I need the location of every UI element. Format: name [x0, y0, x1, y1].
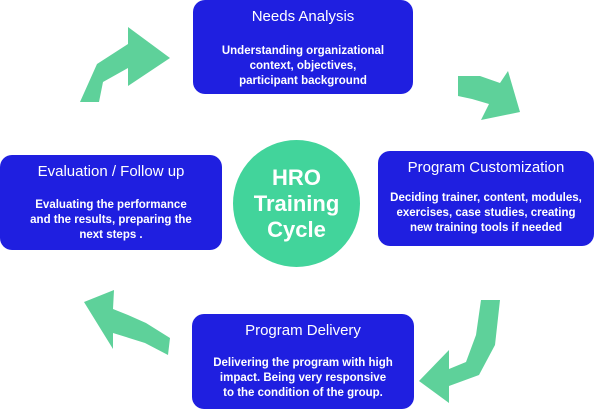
- step-evaluation: Evaluation / Follow up Evaluating the pe…: [0, 155, 222, 250]
- step-title: Program Customization: [407, 159, 565, 176]
- step-title: Program Delivery: [245, 322, 361, 339]
- arrow-top-right: [458, 71, 520, 120]
- step-description: Understanding organizational context, ob…: [221, 45, 385, 87]
- step-description: Deciding trainer, content, modules, exer…: [390, 192, 582, 234]
- center-label: HRO Training Cycle: [253, 164, 340, 242]
- step-program-delivery: Program Delivery Delivering the program …: [192, 314, 414, 409]
- step-description: Evaluating the performance and the resul…: [30, 199, 192, 241]
- step-title: Evaluation / Follow up: [37, 163, 185, 180]
- step-program-customization: Program Customization Deciding trainer, …: [378, 151, 594, 246]
- arrow-bottom-right: [419, 300, 500, 403]
- arrow-bottom-left: [84, 290, 170, 355]
- step-description: Delivering the program with high impact.…: [213, 357, 393, 399]
- step-title: Needs Analysis: [251, 8, 355, 25]
- arrow-top-left: [80, 27, 170, 102]
- center-circle: HRO Training Cycle: [233, 140, 360, 267]
- step-needs-analysis: Needs Analysis Understanding organizatio…: [193, 0, 413, 94]
